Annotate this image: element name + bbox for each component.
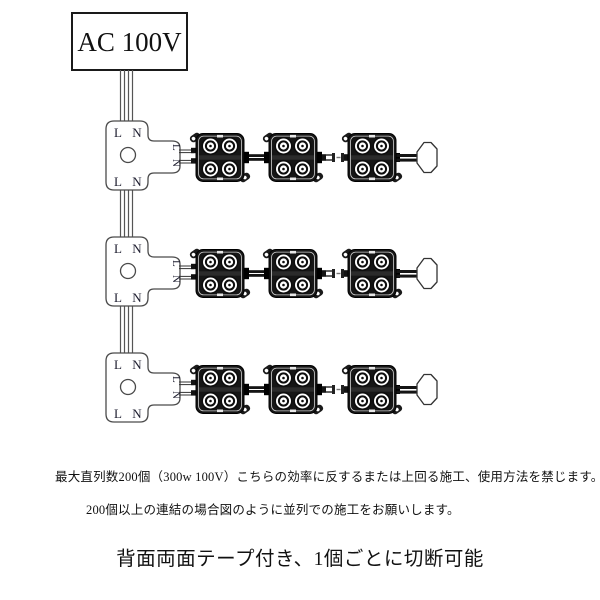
led-strip-row-3 — [106, 353, 437, 422]
wiring-diagram: L N L N L N — [71, 12, 600, 455]
ac-source-box — [71, 12, 188, 71]
power-wire-bundle — [119, 70, 134, 355]
led-strip-row-2 — [106, 237, 437, 306]
ac-source-label: AC 100V — [77, 27, 182, 57]
ac-source: AC 100V — [71, 12, 188, 71]
note-max-series: 最大直列数200個（300w 100V）こちらの効率に反するまたは上回る施工、使… — [55, 470, 600, 484]
footer-title: 背面両面テープ付き、1個ごとに切断可能 — [116, 549, 484, 570]
note-parallel: 200個以上の連結の場合図のように並列での施工をお願いします。 — [86, 503, 460, 517]
led-strip-row-1 — [106, 121, 437, 190]
